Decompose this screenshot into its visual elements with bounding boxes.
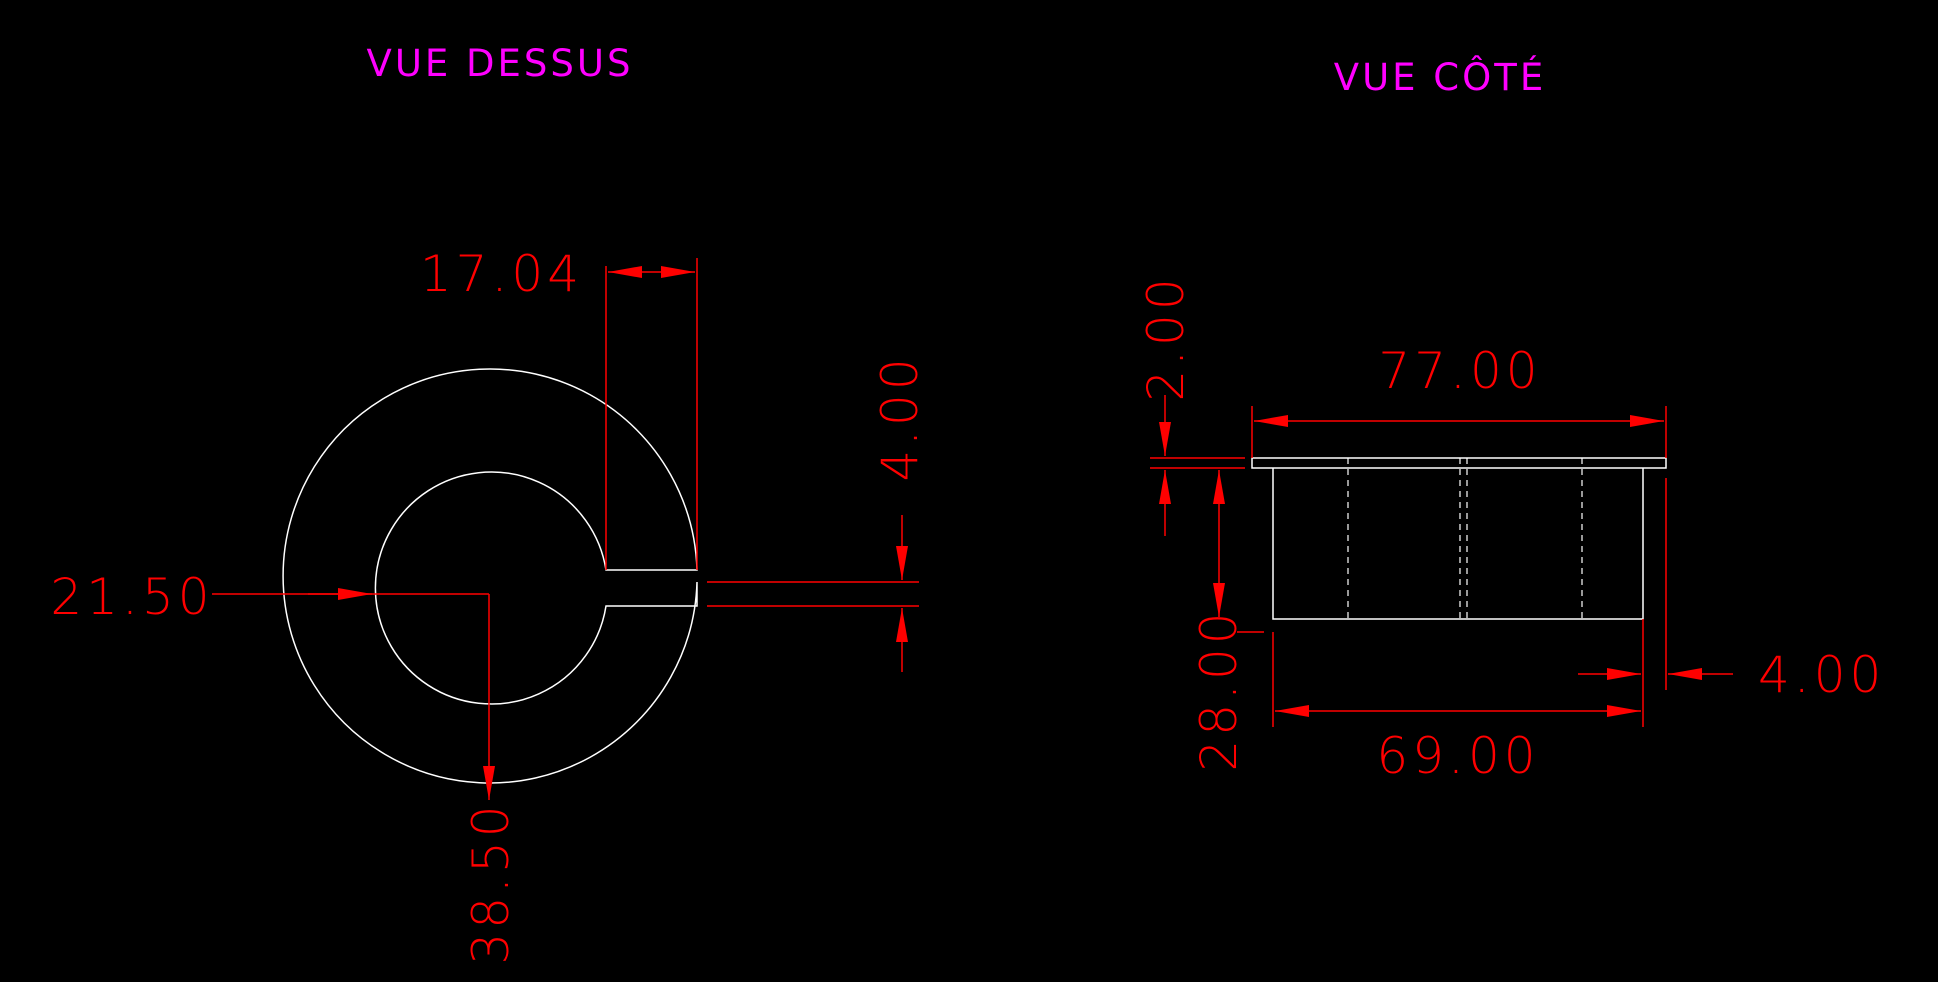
dim-gap-width-text: 17.04 <box>420 245 583 303</box>
dim-flange-length-text: 77.00 <box>1378 342 1541 400</box>
dim-body-height <box>1213 470 1264 633</box>
top-view-title: VUE DESSUS <box>367 42 634 85</box>
dim-overhang <box>1578 478 1733 690</box>
dim-slot-width-text: 4.00 <box>871 354 929 481</box>
dim-body-length <box>1272 619 1644 727</box>
dim-flange-length <box>1251 406 1667 458</box>
dim-body-height-text: 28.00 <box>1190 608 1248 771</box>
side-view: VUE CÔTÉ 2.00 77.00 <box>1137 55 1885 785</box>
top-view: VUE DESSUS 17.04 4.00 21.50 38.50 <box>50 42 929 965</box>
dim-overhang-text: 4.00 <box>1758 646 1885 704</box>
dim-flange-thickness <box>1150 395 1245 536</box>
dim-inner-radius-text: 21.50 <box>50 568 213 626</box>
dim-outer-radius-text: 38.50 <box>462 801 520 964</box>
dim-slot-width <box>707 515 919 672</box>
side-view-title: VUE CÔTÉ <box>1334 55 1546 99</box>
dim-body-length-text: 69.00 <box>1376 727 1539 785</box>
side-view-geometry <box>1251 457 1667 620</box>
body-outline <box>1272 468 1644 620</box>
dim-flange-thickness-text: 2.00 <box>1137 274 1195 401</box>
split-ring-outline <box>282 368 698 784</box>
flange-outline <box>1251 457 1667 469</box>
dim-gap-width <box>605 258 698 570</box>
hidden-lines <box>1347 458 1583 619</box>
